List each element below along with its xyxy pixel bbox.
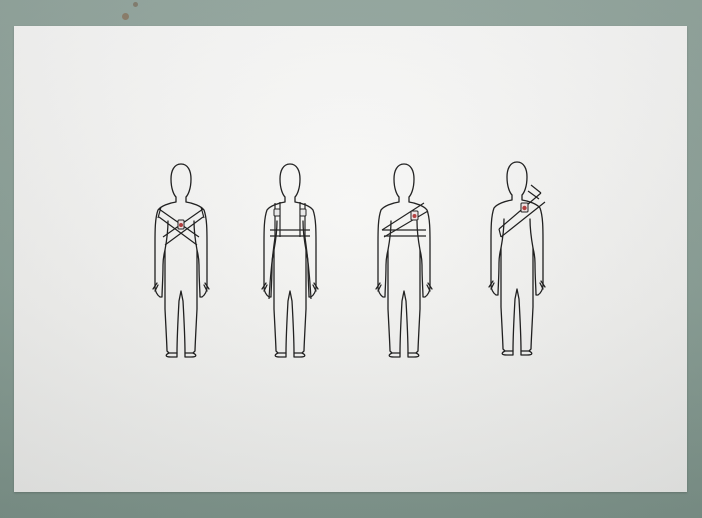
figure-1-front-cross-strap	[153, 164, 209, 357]
figure-2-back-backpack-straps	[262, 164, 318, 357]
figure-3-back-diagonal-strap	[376, 164, 432, 357]
figure-4-front-shoulder-strap	[489, 162, 545, 355]
